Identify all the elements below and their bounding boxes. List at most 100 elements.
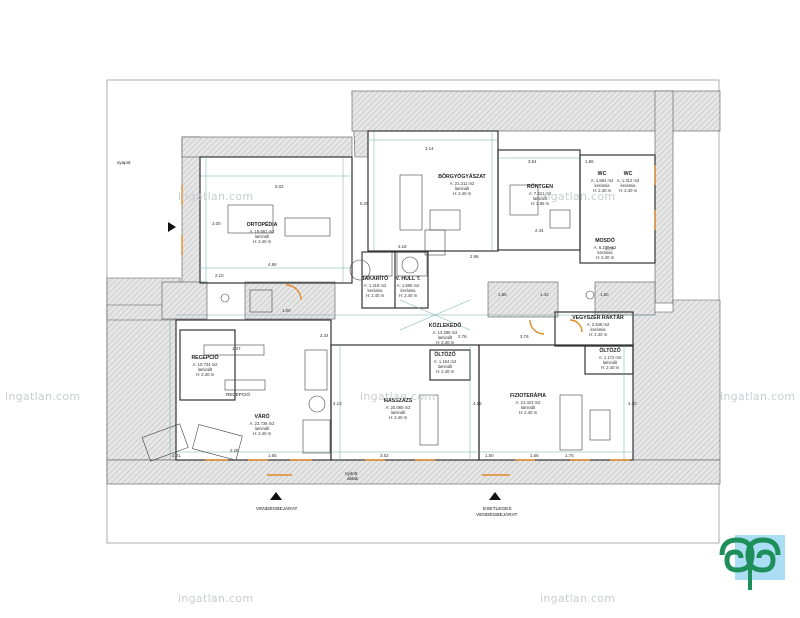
room-name: ORTOPÉDIA — [247, 220, 278, 228]
room-floor: kerámia — [595, 183, 611, 188]
dim-label: 1.85 — [498, 292, 507, 297]
elevator-note: vyapot — [117, 160, 131, 165]
possible-entrance-label-2: VENDÉGBEJÁRAT — [476, 511, 518, 518]
wall-masonry — [106, 90, 721, 485]
room-area: A: 13.286 m2 — [433, 330, 459, 335]
room-area: A: 10.734 m2 — [193, 362, 219, 367]
dim-label: 2.00 — [212, 221, 221, 226]
room-floor: laminált — [255, 234, 270, 239]
dim-label: 1.00 — [282, 308, 291, 313]
dim-label: 5.25 — [360, 201, 369, 206]
watermark: ingatlan.com — [178, 592, 254, 605]
room-name: MOSDÓ — [595, 236, 615, 244]
room-name: FIZIOTERÁPIA — [510, 392, 546, 399]
room-height: H: 2.40 m — [399, 293, 418, 298]
room-floor: laminált — [391, 410, 406, 415]
dim-label: 1.56 — [530, 453, 539, 458]
room-floor: laminált — [198, 367, 213, 372]
guest-entrance-label: VENDÉGBEJÁRAT — [256, 505, 298, 512]
dim-label: 1.60 — [600, 292, 609, 297]
room-name: VEGYSZER RAKTÁR — [572, 314, 624, 321]
room-name: WC — [598, 171, 607, 177]
room-area: A: 20.065 m2 — [386, 405, 412, 410]
dim-label: 3.54 — [528, 159, 537, 164]
watermark: ingatlan.com — [360, 390, 436, 403]
dim-label: 1.01 — [172, 453, 181, 458]
room-height: H: 2.40 m — [601, 365, 620, 370]
room-height: H: 2.40 m — [596, 255, 615, 260]
room-height: H: 2.40 m — [366, 293, 385, 298]
room-floor: laminált — [438, 364, 453, 369]
dimension-labels: 5.02 3.14 3.54 1.86 4.86 5.25 2.96 2.00 … — [172, 146, 637, 458]
possible-entrance-label-1: ESETLEGES — [483, 506, 512, 512]
room-height: H: 2.40 m — [519, 410, 538, 415]
watermark: ingatlan.com — [178, 190, 254, 203]
room-name: BŐRGYÓGYÁSZAT — [438, 172, 486, 180]
room-height: H: 2.40 m — [619, 188, 638, 193]
room-name: RECEPCIÓ — [191, 353, 218, 361]
room-name: MASSZÁZS — [384, 397, 413, 404]
guest-entrance-arrow — [270, 492, 282, 500]
room-area: A: 1.164 m2 — [434, 359, 457, 364]
room-area: A: 23.736 m2 — [250, 421, 276, 426]
room-floor: laminált — [521, 405, 536, 410]
dim-label: 1.42 — [540, 292, 549, 297]
room-floor: laminált — [455, 186, 470, 191]
room-floor: laminált — [533, 196, 548, 201]
dim-label: 3.76 — [520, 334, 529, 339]
dim-label: 3.34 — [320, 333, 329, 338]
room-height: H: 2.40 m — [253, 431, 272, 436]
dim-label: 3.52 — [380, 453, 389, 458]
room-height: H: 2.40 m — [436, 340, 455, 345]
room-area: A: 1.218 m2 — [364, 283, 387, 288]
room-area: A: 21.423 m2 — [516, 400, 542, 405]
dim-label: 2.76 — [458, 334, 467, 339]
dim-label: 1.86 — [585, 159, 594, 164]
room-area: A: 19.681 m2 — [250, 229, 276, 234]
dim-label: 1.75 — [565, 453, 574, 458]
room-floor: kerámia — [621, 183, 637, 188]
dim-label: 1.79 — [605, 246, 614, 251]
watermark: ingatlan.com — [540, 592, 616, 605]
room-floor: kerámia — [401, 288, 417, 293]
room-name: VÁRÓ — [255, 412, 270, 420]
room-height: H: 2.40 m — [593, 188, 612, 193]
brand-logo — [719, 535, 785, 590]
room-floor: laminált — [255, 426, 270, 431]
dim-label: 4.15 — [473, 401, 482, 406]
room-name: ÖLTÖZŐ — [434, 351, 455, 358]
room-name: KÖZLEKEDŐ — [429, 322, 462, 329]
room-area: A: 1.172 m2 — [599, 355, 622, 360]
dim-label: 4.20 — [628, 401, 637, 406]
room-height: H: 2.40 m — [453, 191, 472, 196]
room-height: H: 2.40 m — [196, 372, 215, 377]
watermark: ingatlan.com — [5, 390, 81, 403]
room-name: V. HULL T. — [395, 276, 421, 282]
dim-label: 2.10 — [215, 273, 224, 278]
dim-label: 2.44 — [535, 228, 544, 233]
room-area: A: 7.431 m2 — [529, 191, 552, 196]
room-name: WC — [624, 171, 633, 177]
dim-label: 4.86 — [268, 262, 277, 267]
dim-label: 4.13 — [333, 401, 342, 406]
room-area: A: 6.238 m2 — [594, 245, 617, 250]
dim-label: 3.14 — [425, 146, 434, 151]
room-height: H: 2.40 m — [253, 239, 272, 244]
dim-label: 5.02 — [275, 184, 284, 189]
window-note-2: ablak — [347, 476, 359, 481]
stair-arrow — [168, 222, 176, 232]
dim-label: 1.50 — [485, 453, 494, 458]
